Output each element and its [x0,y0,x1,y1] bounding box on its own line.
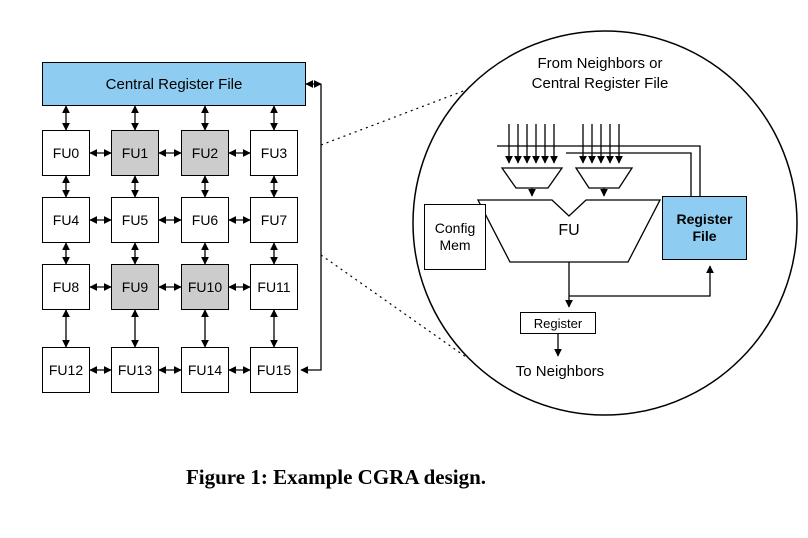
grid-arrows [62,105,278,374]
fu-box-2: FU2 [181,130,229,176]
fu-box-7: FU7 [250,197,298,243]
fu-box-4: FU4 [42,197,90,243]
central-register-file-box: Central Register File [42,62,306,106]
fu-alu-shape [476,199,662,263]
figure-caption: Figure 1: Example CGRA design. [185,465,487,489]
config-mem-line1: Config [434,220,476,236]
detail-output-arrows [554,262,714,357]
fu-box-3: FU3 [250,130,298,176]
fu-box-15: FU15 [250,347,298,393]
fu-box-13: FU13 [111,347,159,393]
fu-box-5: FU5 [111,197,159,243]
register-file-box: Register File [662,196,747,260]
detail-header-line2: Central Register File [531,75,669,92]
fu-box-8: FU8 [42,264,90,310]
register-file-line2: File [692,228,717,244]
mux-to-fu-arrows [528,188,608,197]
register-box: Register [520,312,596,334]
to-neighbors-label: To Neighbors [515,363,605,380]
crf-feedback-line [300,80,322,374]
fu-box-1: FU1 [111,130,159,176]
fu-label: FU [558,222,580,239]
register-file-feedback-lines [497,145,701,196]
fu-box-14: FU14 [181,347,229,393]
config-mem-box: Config Mem [424,204,486,270]
detail-input-arrows [505,124,623,164]
fu-box-10: FU10 [181,264,229,310]
fu-box-11: FU11 [250,264,298,310]
register-file-line1: Register [676,211,733,227]
detail-circle [412,30,798,416]
fu-box-12: FU12 [42,347,90,393]
fu-box-0: FU0 [42,130,90,176]
fu-box-6: FU6 [181,197,229,243]
detail-header: From Neighbors or Central Register File [500,54,700,94]
fu-box-9: FU9 [111,264,159,310]
config-mem-line2: Mem [439,237,471,253]
zoom-dashed-lines [320,89,467,358]
detail-header-line1: From Neighbors or [537,55,663,72]
mux-left [500,167,564,189]
mux-right [574,167,634,189]
